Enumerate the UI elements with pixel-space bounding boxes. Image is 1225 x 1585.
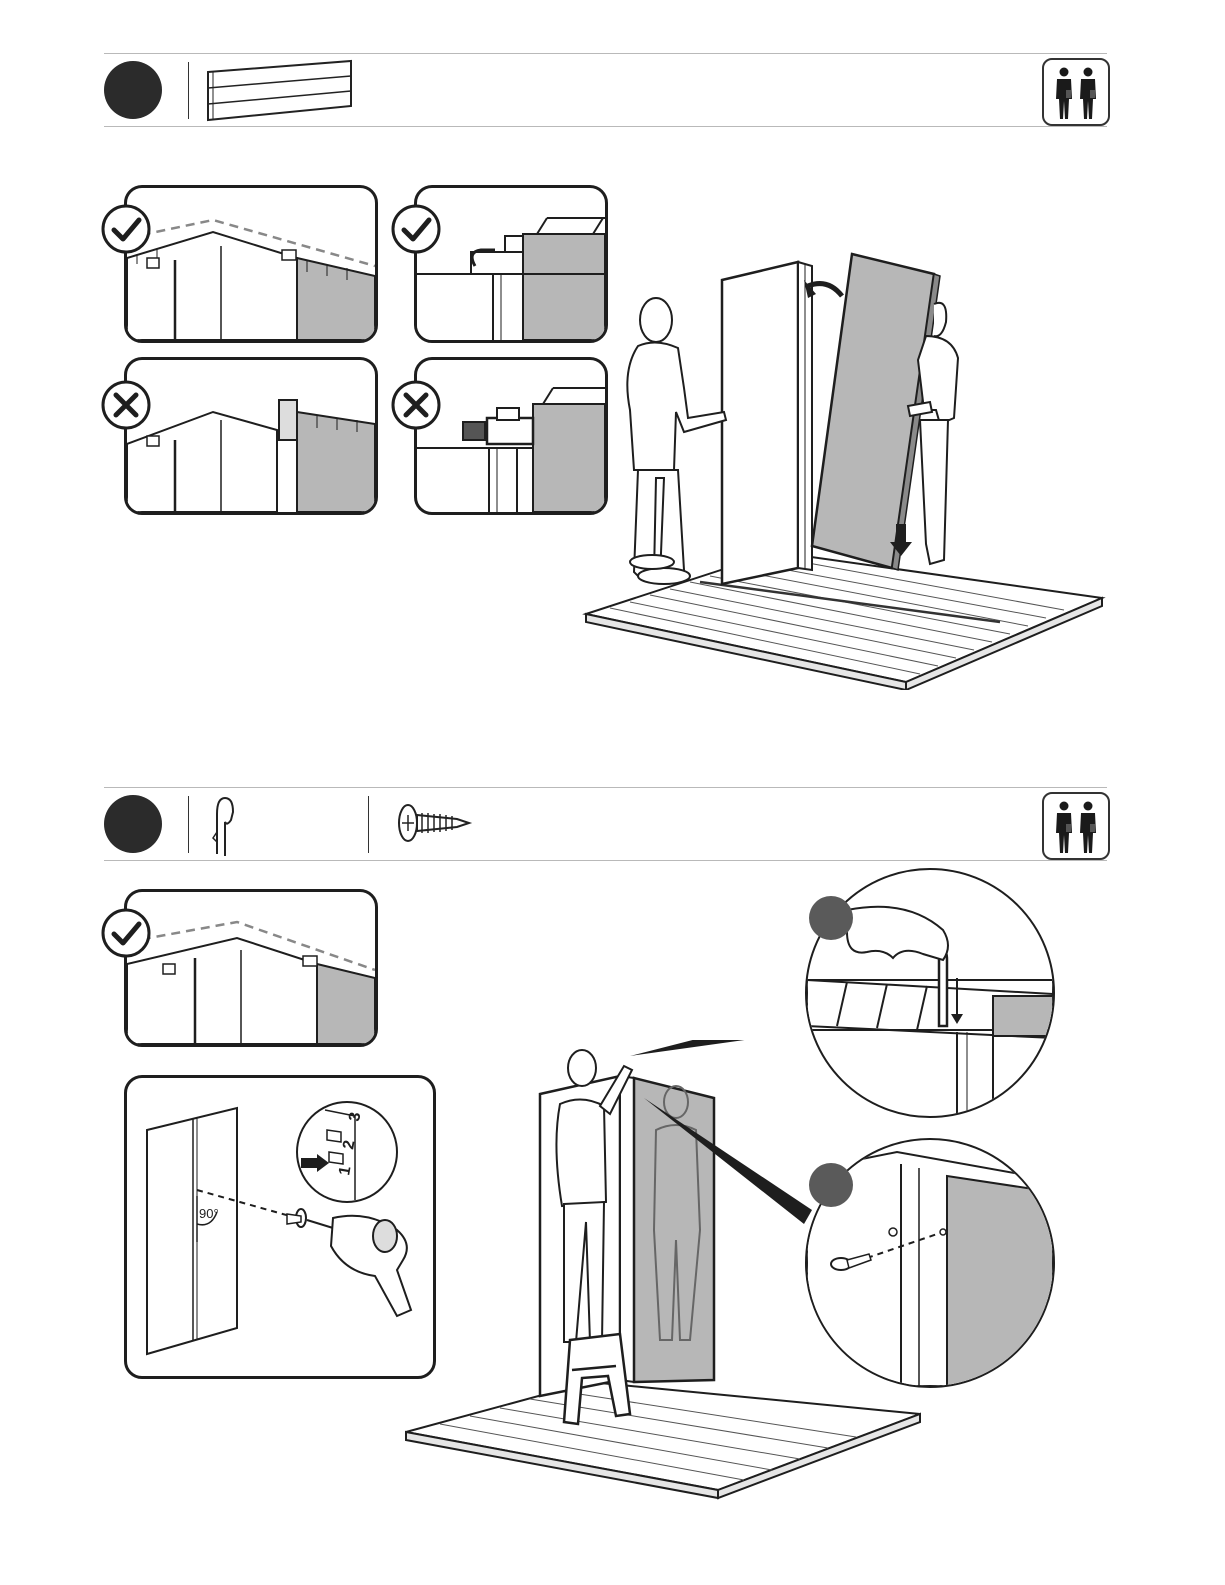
correct-check-icon [101, 908, 151, 958]
step1-header-bottom-rule [104, 126, 1107, 127]
wall-panel-icon [205, 58, 355, 124]
substep-b-dot [809, 1163, 853, 1207]
step2-header-top-rule [104, 787, 1107, 788]
person-left [627, 298, 726, 584]
wrong-cross-icon [101, 380, 151, 430]
step1-header-divider [188, 62, 189, 119]
two-persons-icon [1042, 58, 1110, 126]
step2-number-dot [104, 795, 162, 853]
substep-a-dot [809, 896, 853, 940]
step1-detail-wrong-closeup [414, 357, 608, 515]
step2-header-bottom-rule [104, 860, 1107, 861]
step1-number-dot [104, 61, 162, 119]
step1-detail-wrong-top [124, 357, 378, 515]
angle-label: 90° [199, 1206, 219, 1221]
wrong-cross-icon [391, 380, 441, 430]
two-persons-icon [1042, 792, 1110, 860]
step1-header-top-rule [104, 53, 1107, 54]
step1-detail-correct-closeup [414, 185, 608, 343]
screw-icon [287, 1209, 306, 1227]
step2-header-divider [368, 796, 369, 853]
correct-check-icon [101, 204, 151, 254]
drill-icon [307, 1216, 411, 1316]
step2-drill-detail: 90° 1 2 3 [124, 1075, 436, 1379]
step2-header-divider [188, 796, 189, 853]
step2-detail-correct-top [124, 889, 378, 1047]
screw-icon [396, 800, 476, 846]
correct-check-icon [391, 204, 441, 254]
step1-assembly-scene [580, 250, 1110, 690]
standing-wall-panel [722, 262, 798, 584]
step1-detail-correct-top [124, 185, 378, 343]
clip-icon [205, 792, 239, 858]
